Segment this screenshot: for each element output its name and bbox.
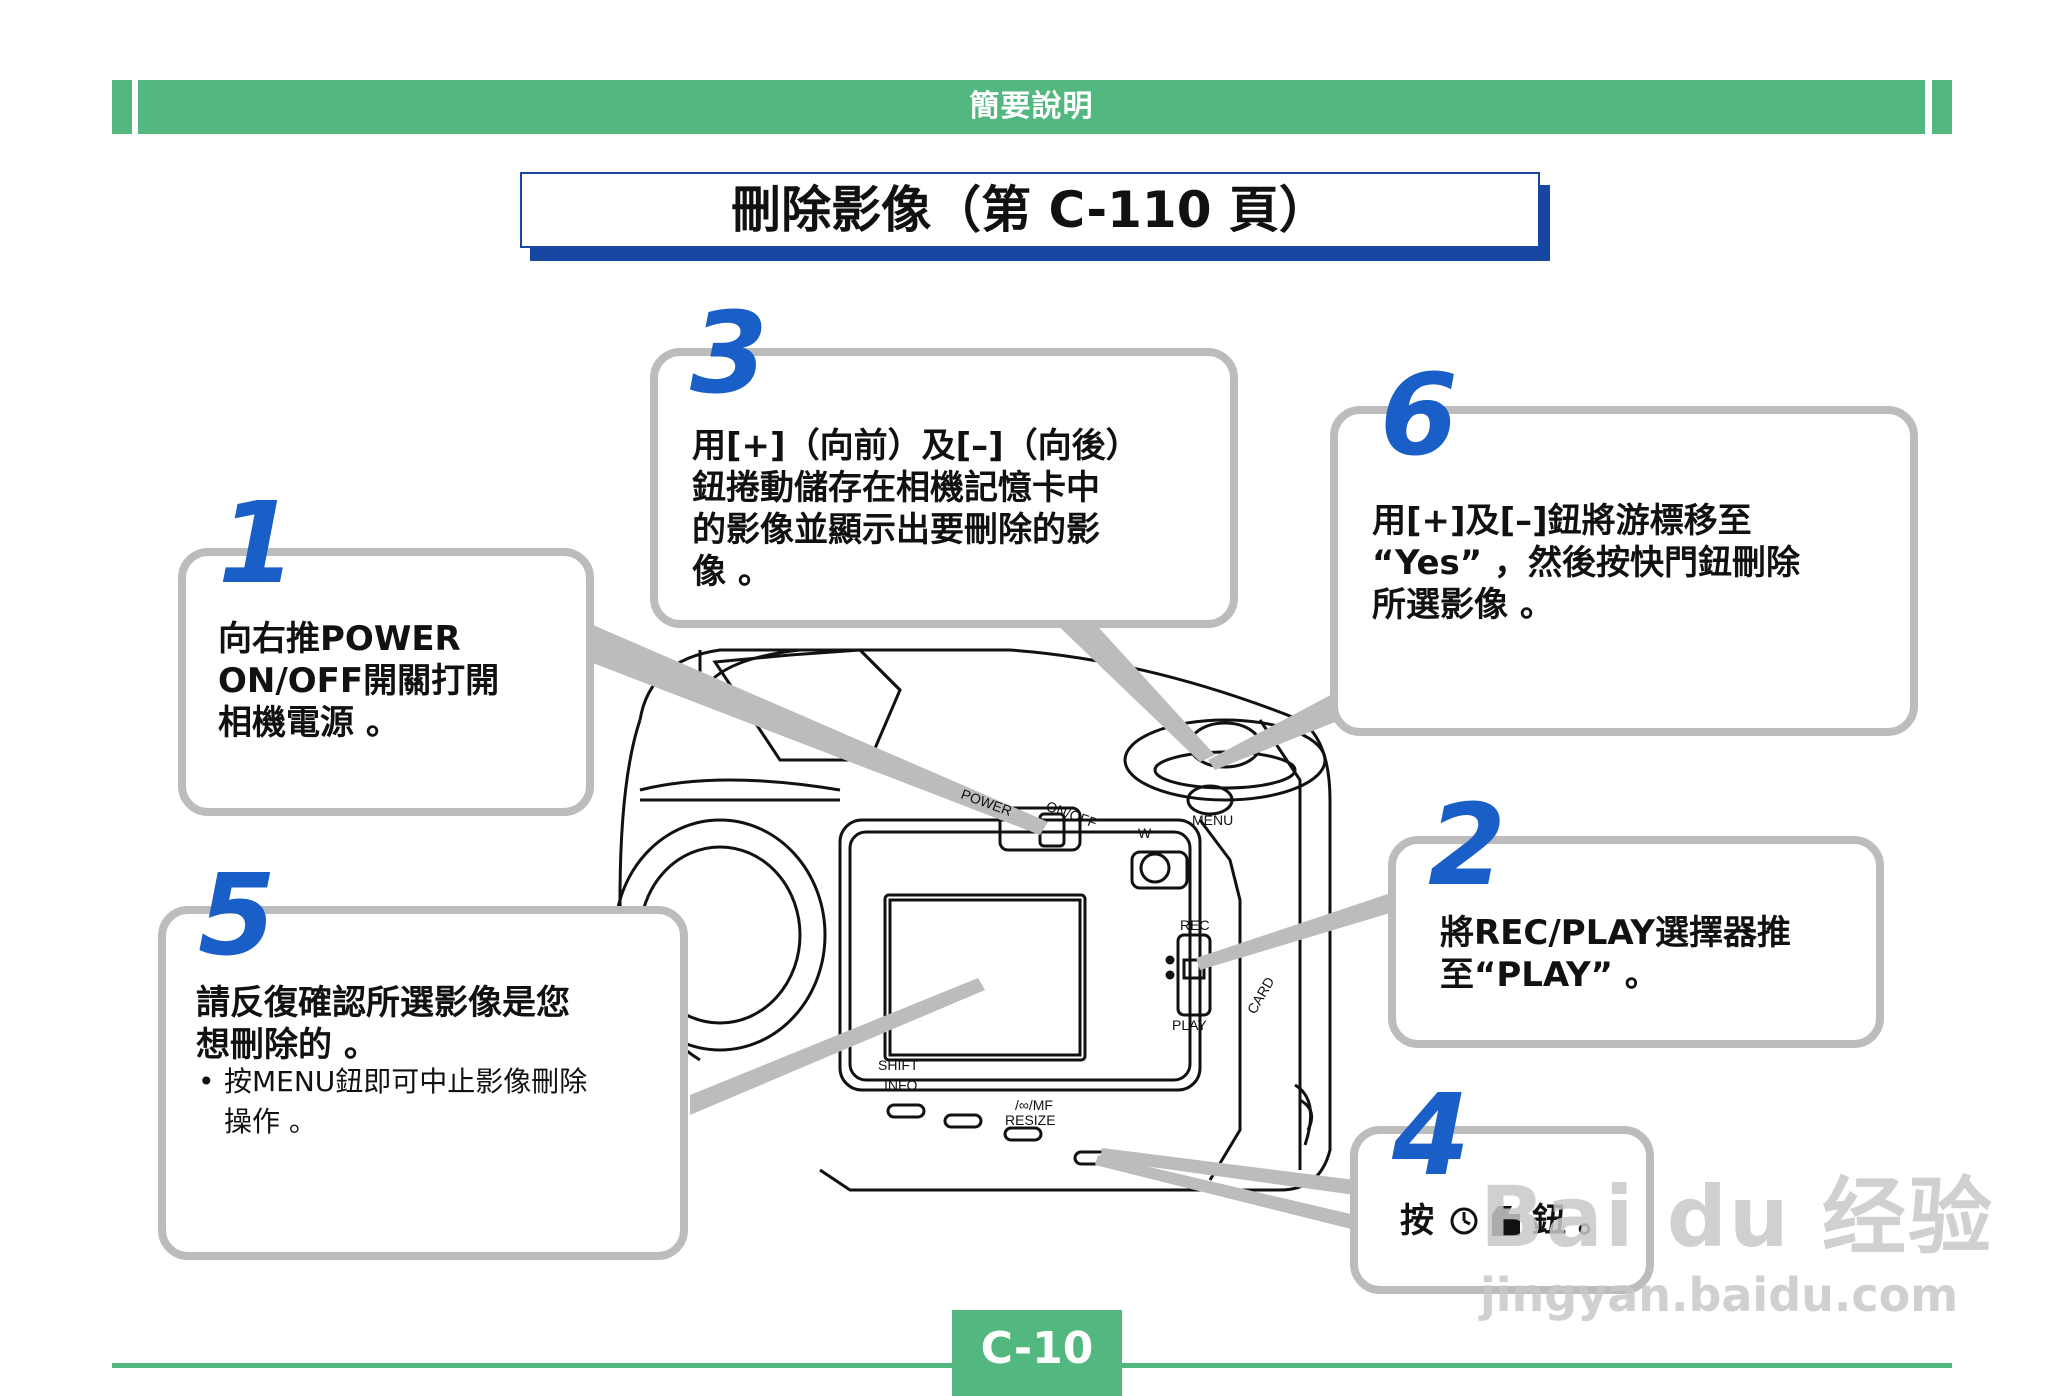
header-bar	[138, 80, 1925, 134]
step-5-note-bullet: •	[198, 1065, 215, 1098]
watermark-url: jingyan.baidu.com	[1480, 1268, 1959, 1322]
step-4-text-part-2: 鈕 。	[1532, 1201, 1612, 1241]
page-number: C-10	[952, 1310, 1122, 1396]
step-2-text-line-1: 將REC/PLAY選擇器推	[1440, 913, 1792, 953]
callout-step-6	[1330, 406, 1918, 736]
watermark-brand: Bai du 经验	[1480, 1168, 1994, 1266]
step-number-4: 4	[1392, 1071, 1470, 1201]
section-title: 簡要說明	[969, 89, 1094, 124]
callout-step-2	[1388, 836, 1884, 1048]
step-5-text-line-1: 請反復確認所選影像是您	[196, 983, 570, 1023]
shift-label: SHIFT	[878, 1057, 919, 1073]
step-number-5: 5	[198, 851, 276, 981]
page-title: 刪除影像（第 C-110 頁）	[520, 172, 1540, 248]
callout-step-1	[178, 548, 594, 816]
header-left-cap	[112, 80, 132, 134]
menu-label: MENU	[1192, 812, 1233, 828]
header-right-cap	[1932, 80, 1952, 134]
resize-label: RESIZE	[1005, 1112, 1056, 1128]
step-number-3: 3	[690, 289, 768, 419]
callout-step-3	[650, 348, 1238, 628]
step-5-note-line-2: 操作 。	[224, 1105, 317, 1138]
step-number-1: 1	[218, 479, 296, 609]
step-1-text-line-3: 相機電源 。	[218, 703, 400, 743]
mf-label: /∞/MF	[1015, 1097, 1053, 1113]
onoff-label: ON/OFF	[1044, 798, 1099, 831]
step-1-text-line-2: ON/OFF開關打開	[218, 661, 500, 701]
step-6-text-line-2: “Yes” ，然後按快門鈕刪除	[1372, 543, 1800, 583]
step-3-text-line-3: 的影像並顯示出要刪除的影	[692, 510, 1100, 550]
step-number-6: 6	[1380, 351, 1458, 481]
step-5-note-line-1: 按MENU鈕即可中止影像刪除	[224, 1065, 588, 1098]
step-5-text-line-2: 想刪除的 。	[196, 1025, 378, 1065]
callout-step-5	[158, 906, 688, 1260]
step-6-text-line-3: 所選影像 。	[1372, 585, 1554, 625]
step-3-text-line-2: 鈕捲動儲存在相機記憶卡中	[692, 468, 1100, 508]
step-number-2: 2	[1428, 781, 1506, 911]
w-label: W	[1138, 825, 1152, 841]
step-6-text-line-1: 用[+]及[–]鈕將游標移至	[1372, 501, 1752, 541]
step-3-text-line-1: 用[+]（向前）及[–]（向後）	[692, 426, 1140, 466]
step-4-text-part-1: 按	[1400, 1201, 1434, 1241]
card-label: CARD	[1244, 974, 1278, 1016]
rec-label: REC	[1180, 917, 1210, 933]
play-label: PLAY	[1172, 1017, 1207, 1033]
self-timer-delete-icon	[1450, 1206, 1520, 1236]
step-1-text-line-1: 向右推POWER	[218, 619, 461, 659]
step-3-text-line-4: 像 。	[692, 552, 772, 592]
step-2-text-line-2: 至“PLAY” 。	[1440, 955, 1659, 995]
info-label: INFO	[884, 1077, 918, 1093]
